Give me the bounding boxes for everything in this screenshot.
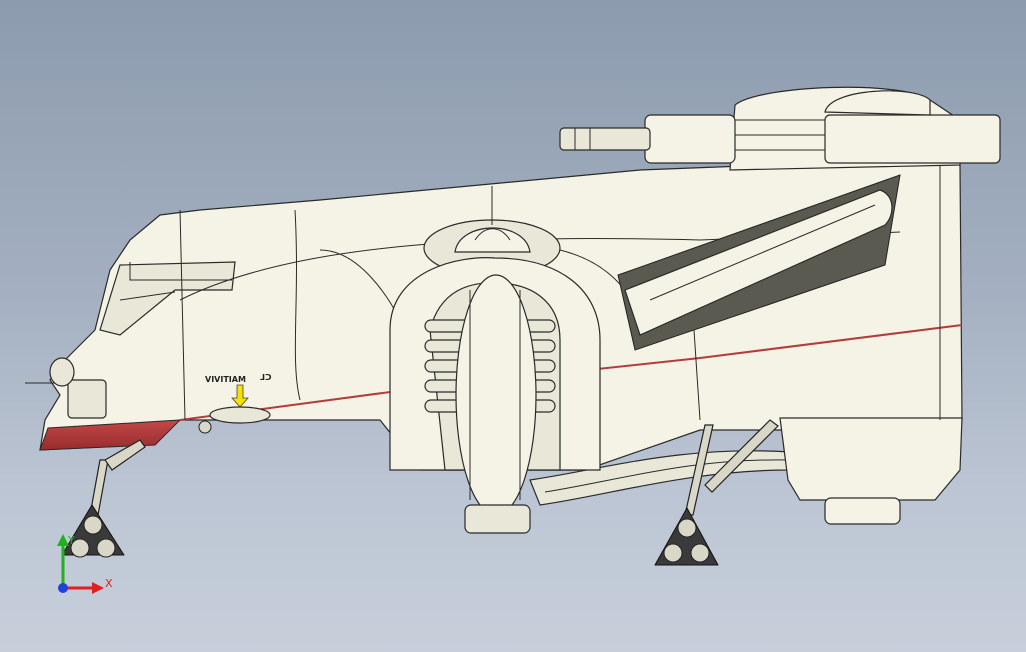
z-axis-icon <box>58 583 68 593</box>
turret-gun-housing <box>644 114 736 164</box>
coordinate-triad: Y X <box>57 534 113 594</box>
dome-cap <box>454 227 531 253</box>
y-axis-label: Y <box>67 534 75 547</box>
rear-block <box>779 417 963 501</box>
hull-text-2: ᒧᑐ <box>260 373 272 382</box>
front-landing-gear <box>61 439 146 558</box>
x-axis-label: X <box>105 577 113 590</box>
rear-landing-gear <box>654 419 779 566</box>
engine-core <box>455 274 537 516</box>
turret-barrel <box>559 127 651 151</box>
indicator-arrow <box>231 384 249 408</box>
nose-sensor <box>67 379 107 419</box>
turret-box <box>824 114 1001 164</box>
hull-text: VIVITIAM <box>205 375 246 384</box>
